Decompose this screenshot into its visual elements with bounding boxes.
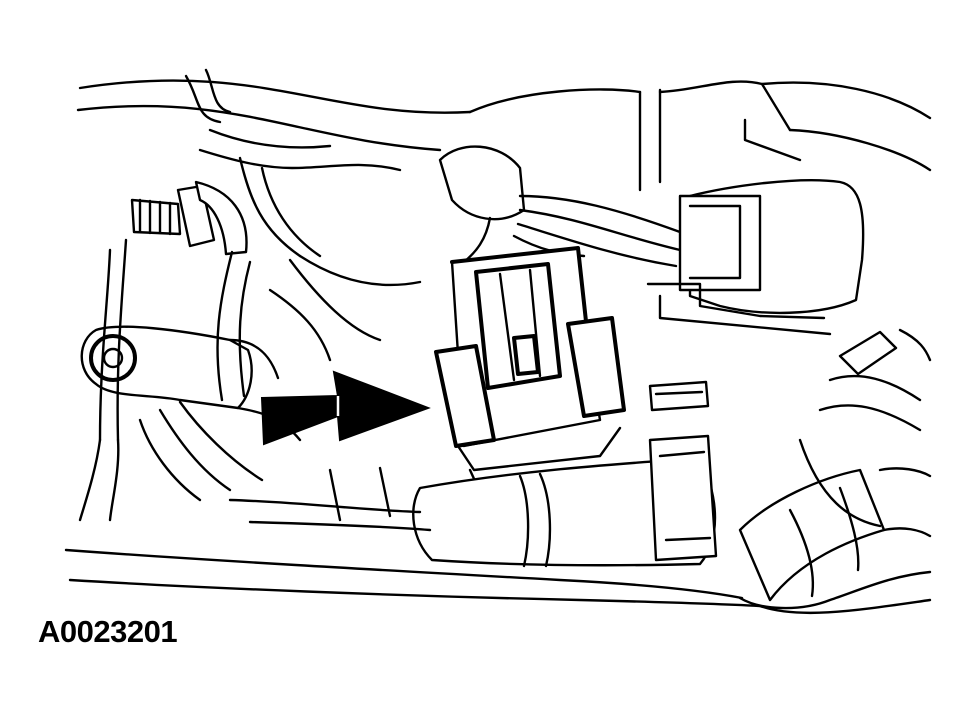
wiring-harness-left (78, 128, 422, 522)
right-conduits (798, 328, 932, 528)
lower-frame-lines (64, 466, 932, 615)
electrical-connector (434, 246, 626, 494)
mounting-bracket (80, 325, 302, 442)
pointer-arrow (260, 370, 431, 446)
locking-tab (648, 380, 710, 412)
figure-id-label: A0023201 (38, 614, 178, 649)
right-connector-block (646, 179, 865, 336)
upper-body-panel-lines (76, 68, 932, 192)
lower-harness-tube (412, 434, 932, 602)
stud-bolt (130, 180, 248, 256)
